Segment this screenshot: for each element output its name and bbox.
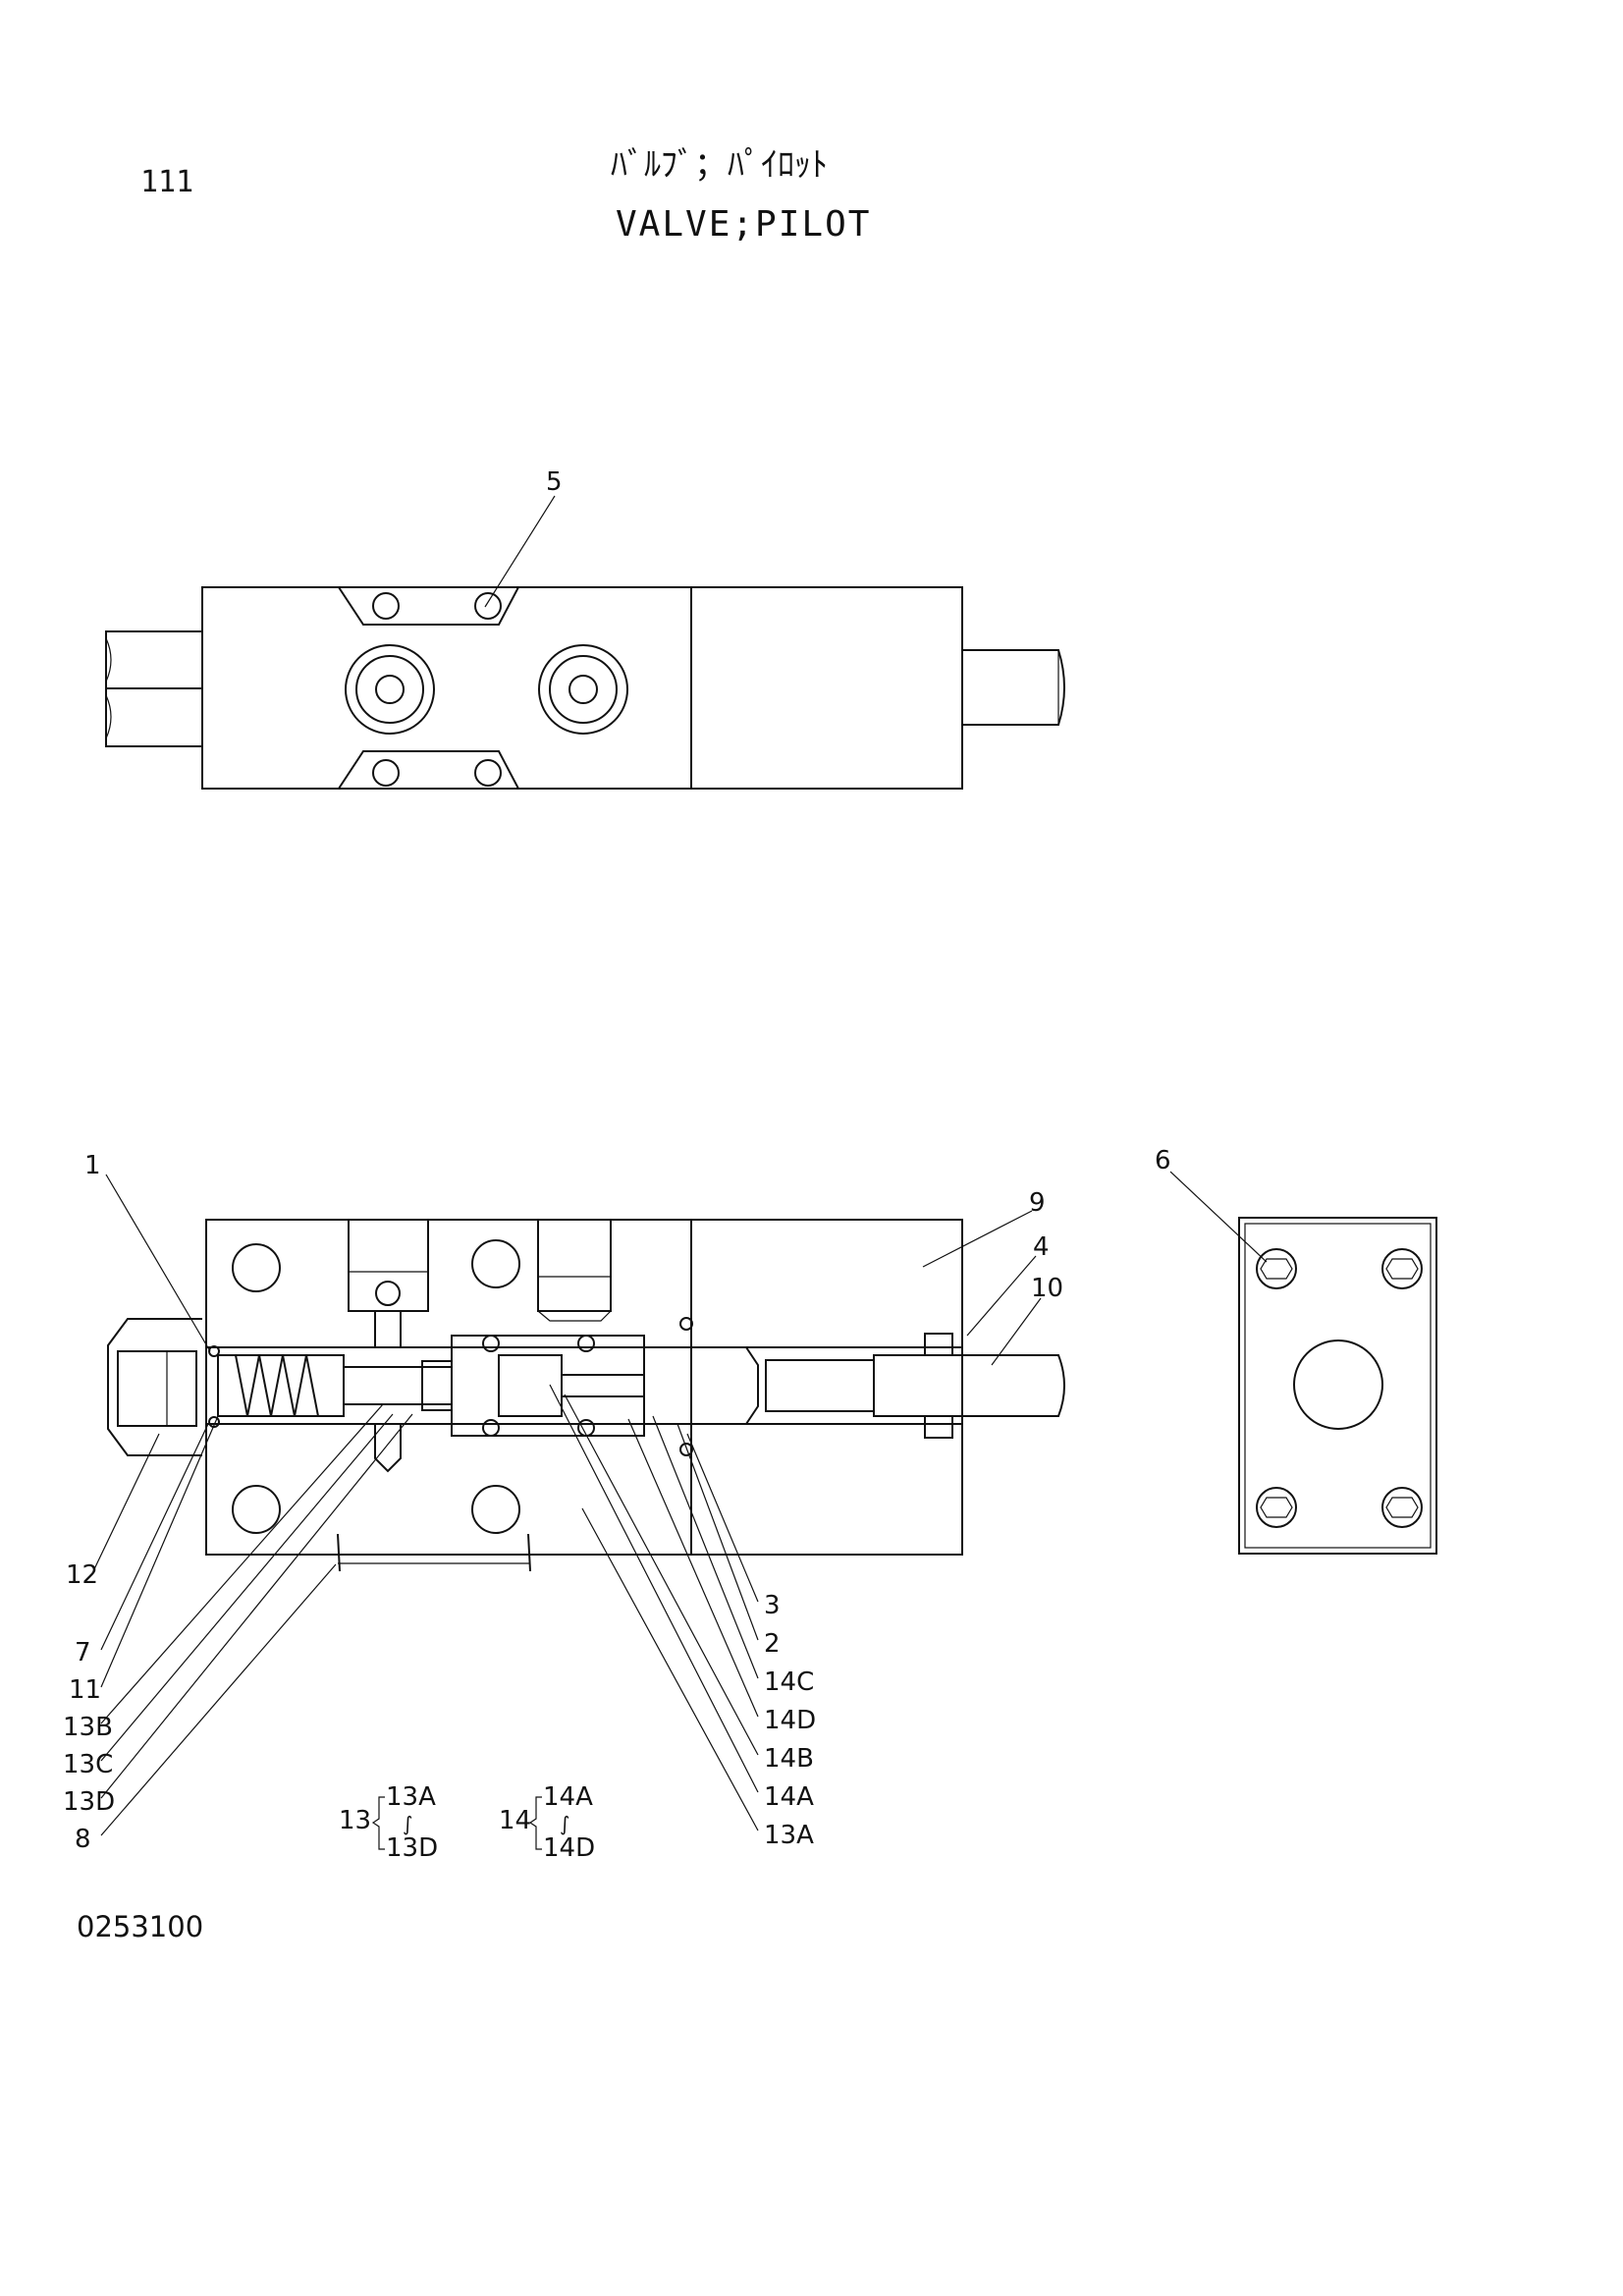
callout-3: 3 <box>764 1591 781 1620</box>
callout-14A: 14A <box>764 1782 814 1812</box>
title-japanese: ﾊﾞﾙﾌﾞ；ﾊﾟｲﾛｯﾄ <box>611 145 828 185</box>
page-number: 111 <box>140 165 194 199</box>
callout-14C: 14C <box>764 1667 814 1697</box>
seal-cutout-bottom <box>337 750 520 790</box>
poppet <box>343 1366 453 1405</box>
legend-13-sep: ∫ <box>403 1812 412 1835</box>
range-legend: 13 13A ∫ 13D 14 14A ∫ 14D <box>339 1782 595 1863</box>
port-left-top <box>345 644 435 735</box>
leader-lines <box>92 1171 1268 1836</box>
spool-plug <box>643 1346 759 1425</box>
callout-labels: 1 9 4 10 6 12 7 11 13B 13C 13D 8 3 2 14C… <box>63 1146 1171 1854</box>
legend-14-group: 14 <box>499 1806 531 1835</box>
callout-14B: 14B <box>764 1744 814 1774</box>
valve-body-top <box>201 586 692 790</box>
callout-13D: 13D <box>63 1787 115 1817</box>
callout-2: 2 <box>764 1629 781 1659</box>
port-right-top <box>538 644 628 735</box>
callout-9: 9 <box>1029 1188 1046 1218</box>
legend-13-to: 13D <box>386 1833 438 1863</box>
callout-6: 6 <box>1155 1146 1171 1175</box>
seal-cutout-top <box>337 586 520 626</box>
callout-14D: 14D <box>764 1706 816 1735</box>
callout-4: 4 <box>1033 1232 1050 1262</box>
callout-13C: 13C <box>63 1750 113 1779</box>
top-view: 5 <box>105 467 1065 790</box>
legend-14-to: 14D <box>543 1833 595 1863</box>
callout-5: 5 <box>546 467 563 497</box>
legend-13-group: 13 <box>339 1806 371 1835</box>
callout-13B: 13B <box>63 1713 113 1742</box>
spool-stem-section <box>873 1354 1065 1417</box>
callout-1: 1 <box>84 1151 101 1180</box>
callout-7: 7 <box>75 1638 91 1667</box>
top-port-cavity-left <box>348 1220 429 1312</box>
callout-10: 10 <box>1031 1274 1063 1303</box>
cover-plate <box>1238 1217 1437 1555</box>
legend-14-sep: ∫ <box>560 1812 569 1835</box>
title-english: VALVE;PILOT <box>616 204 872 245</box>
drawing-number: 0253100 <box>77 1910 204 1943</box>
callout-8: 8 <box>75 1825 91 1854</box>
legend-14-from: 14A <box>543 1782 593 1812</box>
callout-12: 12 <box>66 1560 98 1590</box>
spring <box>235 1354 319 1417</box>
section-view <box>107 1219 1065 1572</box>
callout-13A: 13A <box>764 1821 814 1850</box>
end-fitting <box>107 1318 202 1456</box>
inner-sleeve <box>451 1335 645 1437</box>
section-extension <box>690 1219 963 1556</box>
top-port-cavity-right <box>537 1220 612 1312</box>
legend-13-from: 13A <box>386 1782 436 1812</box>
valve-extension-top <box>690 586 963 790</box>
spool-stem-top <box>962 649 1065 726</box>
callout-11: 11 <box>69 1675 101 1705</box>
